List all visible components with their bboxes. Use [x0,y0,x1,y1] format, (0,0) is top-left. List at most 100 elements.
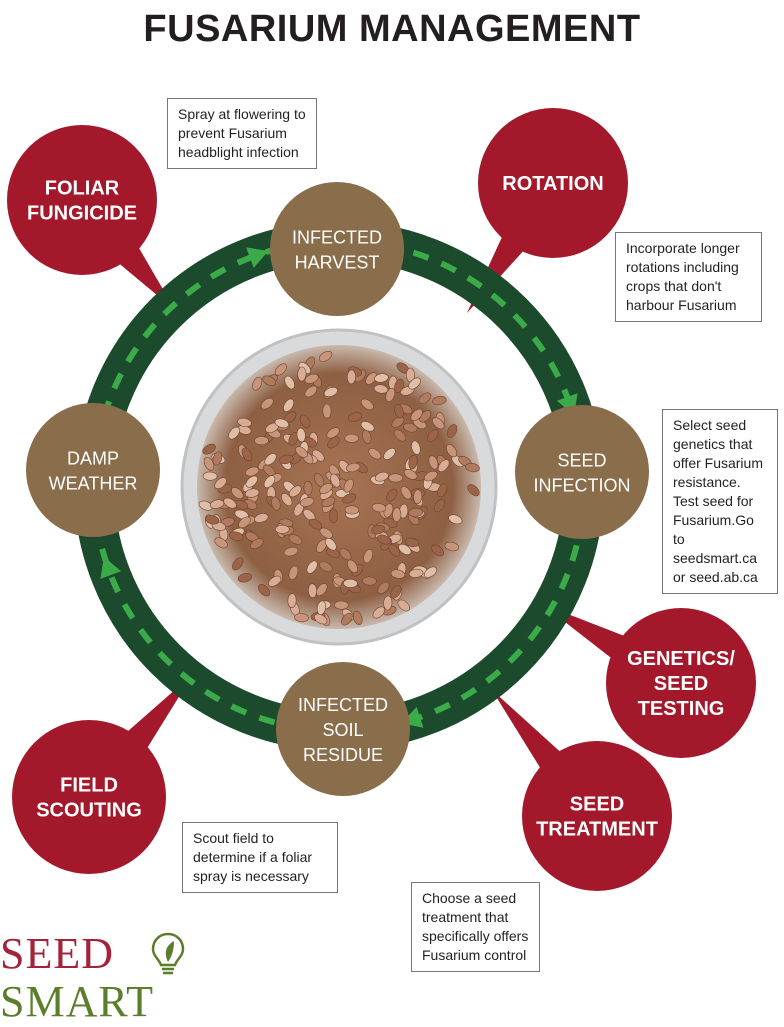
wheat-kernel [365,372,378,385]
wheat-kernel [344,505,360,515]
page-title: FUSARIUM MANAGEMENT [143,8,641,50]
wheat-kernel [245,475,258,488]
wheat-kernel [287,593,297,608]
wheat-kernel [241,447,253,462]
wheat-kernel [316,583,328,597]
wheat-kernel [344,433,360,443]
wheat-kernel [370,525,386,535]
wheat-kernel [388,473,403,483]
wheat-kernel [408,377,421,390]
wheat-kernel [408,568,424,578]
wheat-kernel [303,480,313,496]
wheat-kernel [228,426,240,440]
wheat-kernel [324,537,337,551]
stage-infected-soil-residue-circle [276,662,410,796]
wheat-kernel [418,392,432,405]
wheat-kernel [400,486,412,500]
action-field-scouting-circle [12,720,166,874]
wheat-kernel [326,427,340,439]
wheat-kernel [271,496,281,511]
wheat-kernel [304,385,318,398]
wheat-kernel [202,471,218,481]
wheat-kernels [198,351,480,627]
action-foliar-fungicide-label: FUNGICIDE [27,203,137,225]
stage-infected-soil-residue-label: SOIL [322,720,363,740]
wheat-kernel [372,606,385,619]
wheat-kernel [427,429,439,443]
wheat-kernel [432,395,447,406]
wheat-kernel [423,470,438,482]
wheat-kernel [394,378,404,394]
wheat-kernel [403,469,418,480]
wheat-kernel [388,544,401,557]
wheat-kernel [322,403,332,419]
wheat-kernel [283,546,299,557]
wheat-kernel [410,408,423,421]
seed-smart-logo: SEED SMART [0,928,190,1026]
wheat-kernel [204,515,220,525]
wheat-kernel [245,466,260,477]
wheat-kernel [316,600,327,616]
action-rotation-label: ROTATION [502,173,603,195]
wheat-kernel [214,537,228,549]
stage-infected-harvest-label: HARVEST [295,253,380,273]
action-genetics-seed-testing-label: SEED [654,673,708,695]
wheat-kernel [308,518,323,530]
arrow-to-harvest [246,247,269,269]
wheat-kernel [343,478,354,493]
wheat-kernel [363,549,374,564]
wheat-kernel [433,499,445,513]
wheat-kernel [347,412,363,422]
wheat-kernel [360,421,375,432]
wheat-kernel [383,447,396,460]
wheat-kernel [403,422,418,433]
wheat-kernel [413,489,423,504]
wheat-kernel [268,575,282,587]
note-field-scouting: Scout field to determine if a foliar spr… [182,822,338,893]
action-seed-treatment-pointer [492,690,567,776]
stage-infected-soil-residue-label: INFECTED [298,695,388,715]
wheat-kernel [386,488,398,502]
note-seed-treatment: Choose a seed treatment that specificall… [411,882,540,972]
wheat-kernel [250,538,264,550]
wheat-kernel [288,534,303,545]
wheat-kernel [431,544,444,557]
wheat-kernel [274,524,290,534]
wheat-kernel [444,541,460,552]
wheat-kernel [377,581,390,595]
wheat-kernel [323,387,338,397]
wheat-kernel [432,417,445,430]
wheat-kernel [376,534,391,545]
wheat-kernel [437,483,448,498]
action-field-scouting-label: FIELD [60,775,118,797]
action-genetics-seed-testing-circle [606,608,756,758]
wheat-kernel [262,375,277,386]
stage-damp-weather-label: DAMP [67,449,119,469]
stage-seed-infection-label: INFECTION [534,476,631,496]
wheat-kernel [238,516,251,529]
wheat-kernel [408,454,418,470]
wheat-kernel [374,471,389,482]
wheat-kernel [393,429,407,442]
wheat-kernel [314,613,328,625]
wheat-kernel [360,398,374,411]
wheat-kernel [334,600,349,610]
wheat-kernel [424,566,437,578]
wheat-kernel [283,398,295,412]
stage-infected-soil-residue-label: RESIDUE [303,745,383,765]
wheat-kernel [343,578,358,588]
wheat-kernel [231,487,244,500]
wheat-kernel [304,373,319,384]
stage-infected-soil-residue: INFECTED SOIL RESIDUE [276,662,410,796]
wheat-kernel [229,531,244,541]
action-foliar-fungicide-circle [7,125,157,275]
wheat-kernel [223,497,237,509]
wheat-kernel [318,351,333,362]
action-seed-treatment-circle [522,741,672,891]
action-rotation-circle [478,108,628,258]
